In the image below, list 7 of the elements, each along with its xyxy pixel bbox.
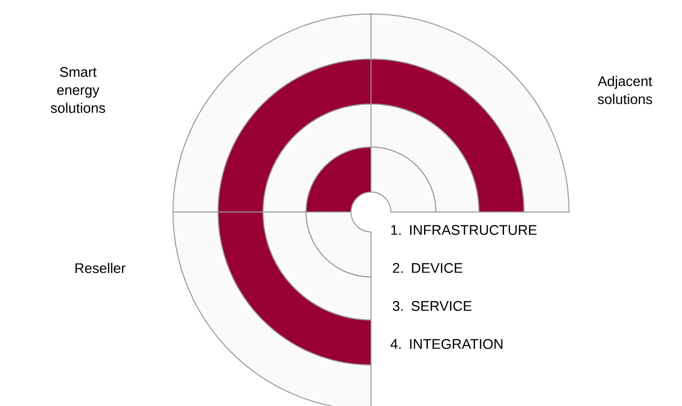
- label: Adjacent solutions: [598, 76, 652, 104]
- label: 1. INFRASTRUCTURE: [391, 225, 537, 235]
- label: 2. DEVICE: [392, 263, 462, 273]
- label: 4. INTEGRATION: [390, 339, 502, 349]
- label: 3. SERVICE: [392, 301, 472, 311]
- label: Smart energy solutions: [50, 67, 106, 113]
- label: Reseller: [75, 262, 126, 274]
